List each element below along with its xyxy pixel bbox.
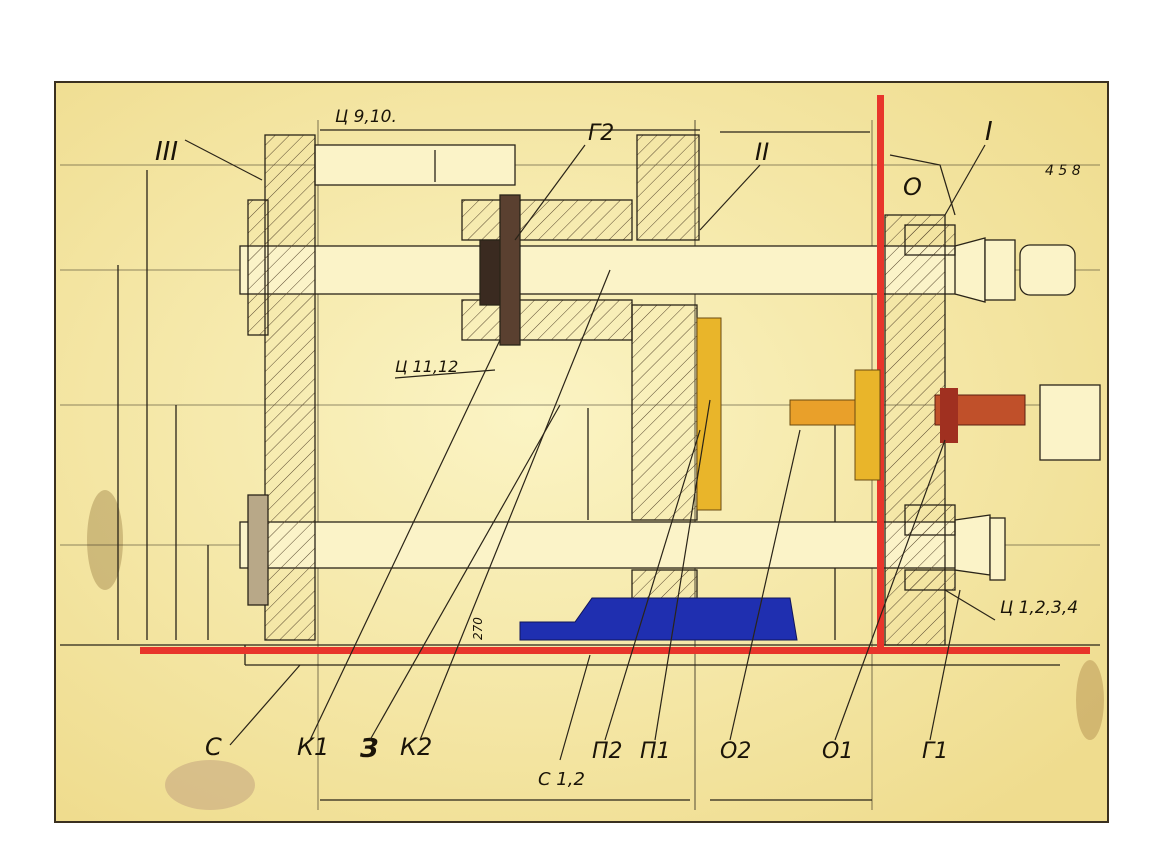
label-Z: З bbox=[359, 734, 378, 764]
red-base-line bbox=[140, 647, 1090, 654]
label-III: III bbox=[155, 137, 178, 167]
label-P2: П2 bbox=[592, 739, 623, 764]
blue-part bbox=[519, 597, 798, 641]
label-c1-4: Ц 1,2,3,4 bbox=[1000, 598, 1078, 618]
yellow-plate-p1 bbox=[696, 317, 722, 511]
label-g2: Г2 bbox=[588, 121, 614, 146]
label-O2: О2 bbox=[720, 739, 751, 764]
label-C12: С 1,2 bbox=[538, 769, 585, 790]
label-P1: П1 bbox=[640, 739, 671, 764]
stain bbox=[1076, 660, 1104, 740]
label-c9-10: Ц 9,10. bbox=[335, 107, 397, 127]
label-G1: Г1 bbox=[922, 739, 948, 764]
label-I: I bbox=[985, 117, 993, 147]
label-dim-270: 270 bbox=[471, 617, 485, 640]
labels: III II I O Ц 9,10. Г2 Ц 11,12 Ц 1,2,3,4 … bbox=[155, 107, 1081, 790]
label-O: O bbox=[903, 173, 922, 201]
red-flange bbox=[940, 388, 958, 443]
label-right-numbers: 4 5 8 bbox=[1045, 163, 1081, 179]
stain bbox=[165, 760, 255, 810]
label-II: II bbox=[755, 138, 769, 166]
drawing-lines bbox=[60, 120, 1101, 810]
stain bbox=[87, 490, 123, 590]
paper-sheet bbox=[54, 81, 1109, 823]
orange-shaft bbox=[789, 399, 856, 426]
label-K2: К2 bbox=[400, 733, 432, 761]
label-O1: О1 bbox=[822, 739, 853, 764]
label-C: С bbox=[205, 733, 222, 761]
yellow-plate-o2 bbox=[854, 369, 881, 481]
label-c11-12: Ц 11,12 bbox=[395, 357, 458, 376]
leader-lines bbox=[184, 139, 996, 761]
label-K1: К1 bbox=[297, 733, 329, 761]
